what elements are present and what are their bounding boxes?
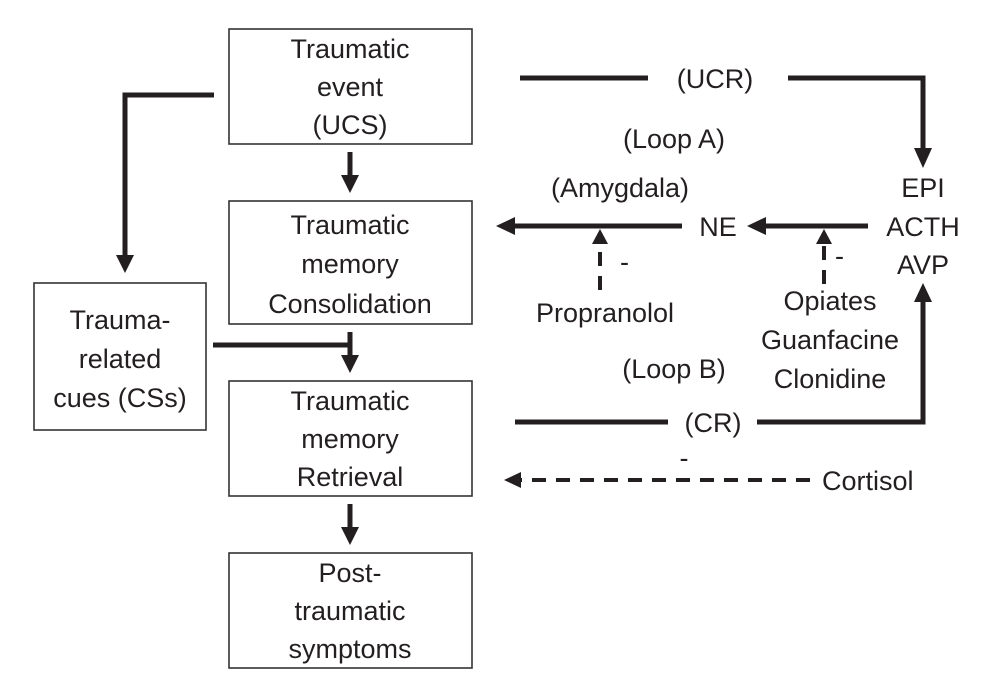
traumatic-event-text: Traumatic event (UCS) <box>290 34 409 140</box>
arrow-hormones-to-ne <box>747 217 868 235</box>
propranolol-minus: - <box>620 247 629 277</box>
alpha2-label: Opiates Guanfacine Clonidine <box>761 286 899 394</box>
cortisol-label: Cortisol <box>822 466 914 496</box>
node-line: Retrieval <box>297 462 404 492</box>
acth-label: ACTH <box>886 212 960 242</box>
node-line: Consolidation <box>268 289 432 319</box>
node-line: (UCS) <box>313 110 388 140</box>
arrow-cortisol-inhibit <box>504 472 810 488</box>
propranolol-label: Propranolol <box>536 298 674 328</box>
node-line: event <box>317 72 384 102</box>
arrow-cr <box>515 283 932 425</box>
retrieval-text: Traumatic memory Retrieval <box>290 386 409 492</box>
cues-text: Trauma- related cues (CSs) <box>53 305 187 413</box>
node-line: Traumatic <box>290 34 409 64</box>
arrow-alpha2-inhibit <box>816 229 832 284</box>
node-line: symptoms <box>288 634 411 664</box>
node-line: Post- <box>318 558 381 588</box>
traumatic-event-box <box>228 28 473 145</box>
consolidation-text: Traumatic memory Consolidation <box>268 210 432 319</box>
loop-a-label: (Loop A) <box>623 124 725 154</box>
node-line: Traumatic <box>290 386 409 416</box>
cues-box <box>33 282 207 431</box>
hormones-label: EPI ACTH AVP <box>886 173 960 280</box>
arrow-consolidation-to-retrieval <box>341 332 359 373</box>
node-line: related <box>79 344 162 374</box>
epi-label: EPI <box>901 173 945 203</box>
node-line: Trauma- <box>69 305 170 335</box>
ucr-label: (UCR) <box>677 64 753 94</box>
consolidation-box <box>228 200 473 325</box>
node-line: cues (CSs) <box>53 383 187 413</box>
arrow-event-to-cues <box>116 92 214 273</box>
arrow-ucr <box>520 75 932 168</box>
node-line: memory <box>301 249 399 279</box>
node-line: traumatic <box>294 596 405 626</box>
opiates-label: Opiates <box>783 286 876 316</box>
ne-label: NE <box>699 212 737 242</box>
avp-label: AVP <box>897 250 949 280</box>
cortisol-minus: - <box>680 443 689 473</box>
clonidine-label: Clonidine <box>774 364 887 394</box>
arrow-retrieval-to-symptoms <box>341 504 359 545</box>
arrow-propranolol-inhibit <box>592 229 608 290</box>
arrow-ne-to-consolidation <box>496 217 682 235</box>
arrow-event-to-consolidation <box>341 152 359 193</box>
symptoms-box <box>228 552 473 669</box>
alpha2-minus: - <box>835 241 844 271</box>
amygdala-label: (Amygdala) <box>551 173 689 203</box>
guanfacine-label: Guanfacine <box>761 325 899 355</box>
retrieval-box <box>228 380 473 497</box>
loop-b-label: (Loop B) <box>622 354 726 384</box>
cr-label: (CR) <box>685 408 742 438</box>
symptoms-text: Post- traumatic symptoms <box>288 558 411 664</box>
node-line: Traumatic <box>290 210 409 240</box>
node-line: memory <box>301 424 399 454</box>
